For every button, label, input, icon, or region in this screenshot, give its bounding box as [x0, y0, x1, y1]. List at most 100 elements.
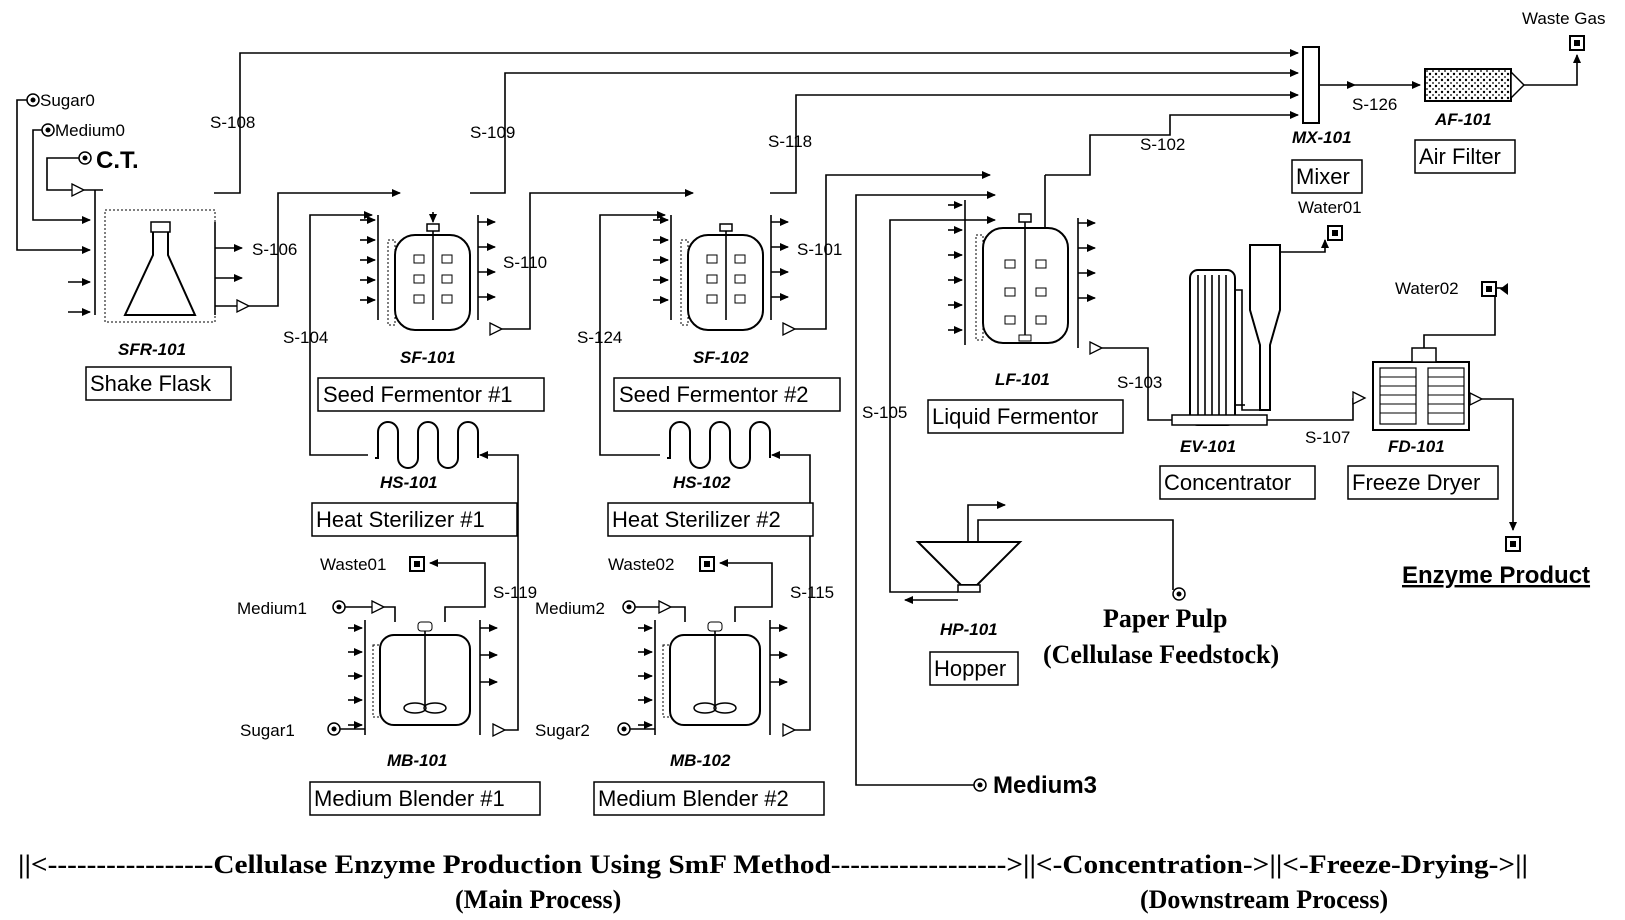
stream-label-s109: S-109: [470, 123, 515, 142]
stream-label-s119: S-119: [493, 583, 537, 602]
seed-fermentor-2-ports: [653, 171, 991, 337]
unit-tag-hs101: HS-101: [380, 473, 438, 492]
water02-outlet-icon: [1481, 281, 1508, 297]
unit-tag-lf101: LF-101: [995, 370, 1050, 389]
enzyme-product-outlet-icon: [1505, 536, 1521, 552]
svg-text:Heat Sterilizer #1: Heat Sterilizer #1: [316, 507, 485, 532]
seed-fermentor-1-icon[interactable]: [387, 223, 471, 331]
svg-text:Liquid Fermentor: Liquid Fermentor: [932, 404, 1098, 429]
shake-flask-inlets: [16, 99, 401, 316]
input-label-paper-pulp: Paper Pulp: [1103, 604, 1227, 633]
stream-label-s118: S-118: [768, 132, 812, 151]
air-filter-icon[interactable]: [1424, 68, 1526, 102]
unit-name-box-sfr101[interactable]: Shake Flask: [85, 366, 232, 401]
stream-label-s102: S-102: [1140, 135, 1185, 154]
stream-label-s105: S-105: [862, 403, 907, 422]
medium3-source-icon: [973, 778, 987, 792]
stream-label-s101: S-101: [797, 240, 842, 259]
freeze-dryer-icon[interactable]: [1372, 347, 1470, 431]
waste-gas-outlet-icon: [1569, 35, 1585, 51]
svg-text:Seed Fermentor #1: Seed Fermentor #1: [323, 382, 513, 407]
unit-name-box-mx101[interactable]: Mixer: [1291, 159, 1363, 194]
stream-label-s124: S-124: [577, 328, 622, 347]
sugar2-source-icon: [617, 722, 631, 736]
waste02-sink-icon: [699, 556, 715, 572]
unit-tag-mb102: MB-102: [670, 751, 731, 770]
footer-process-banner: ||<-----------------Cellulase Enzyme Pro…: [18, 850, 1528, 879]
stream-label-s103: S-103: [1117, 373, 1162, 392]
concentrator-icon[interactable]: [1171, 244, 1281, 426]
unit-name-box-fd101[interactable]: Freeze Dryer: [1347, 465, 1499, 500]
unit-name-box-af101[interactable]: Air Filter: [1414, 139, 1516, 174]
footer-main-process-label: (Main Process): [455, 885, 621, 914]
medium-blender-1-ports: [340, 559, 519, 738]
svg-text:Shake Flask: Shake Flask: [90, 371, 212, 396]
unit-name-box-sf101[interactable]: Seed Fermentor #1: [317, 377, 545, 412]
svg-text:Concentrator: Concentrator: [1164, 470, 1291, 495]
unit-tag-sf101: SF-101: [400, 348, 456, 367]
unit-name-box-hp101[interactable]: Hopper: [929, 651, 1019, 686]
seed-fermentor-2-icon[interactable]: [680, 223, 764, 331]
input-label-medium2: Medium2: [535, 599, 605, 618]
unit-tag-sf102: SF-102: [693, 348, 749, 367]
liquid-fermentor-ports: [948, 175, 1181, 424]
medium1-source-icon: [332, 600, 346, 614]
stream-label-s110: S-110: [503, 253, 547, 272]
medium-blender-2-icon[interactable]: [662, 621, 761, 726]
unit-tag-fd101: FD-101: [1388, 437, 1445, 456]
ct-source-icon: [78, 151, 92, 165]
stream-label-s126: S-126: [1352, 95, 1397, 114]
input-label-sugar1: Sugar1: [240, 721, 295, 740]
input-label-medium3: Medium3: [993, 772, 1097, 799]
unit-tag-mb101: MB-101: [387, 751, 447, 770]
unit-name-box-mb101[interactable]: Medium Blender #1: [309, 781, 541, 816]
stream-label-s115: S-115: [790, 583, 834, 602]
svg-text:Hopper: Hopper: [934, 656, 1006, 681]
svg-text:Air Filter: Air Filter: [1419, 144, 1501, 169]
svg-text:Heat Sterilizer #2: Heat Sterilizer #2: [612, 507, 781, 532]
water01-outlet-icon: [1327, 225, 1343, 241]
input-label-medium0: Medium0: [55, 121, 125, 140]
output-label-waste01: Waste01: [320, 555, 386, 574]
seed-fermentor-1-ports: [360, 189, 694, 337]
sugar0-source-icon: [26, 93, 40, 107]
heat-sterilizer-1-icon[interactable]: [375, 421, 479, 469]
sugar1-source-icon: [327, 722, 341, 736]
svg-text:Mixer: Mixer: [1296, 164, 1350, 189]
input-label-sugar0: Sugar0: [40, 91, 95, 110]
footer-downstream-label: (Downstream Process): [1140, 885, 1388, 914]
unit-tag-sfr101: SFR-101: [118, 340, 186, 359]
output-label-enzyme-product: Enzyme Product: [1402, 562, 1590, 589]
unit-tag-hs102: HS-102: [673, 473, 731, 492]
liquid-fermentor-icon[interactable]: [975, 213, 1069, 344]
svg-text:Freeze Dryer: Freeze Dryer: [1352, 470, 1480, 495]
medium-blender-1-icon[interactable]: [372, 621, 471, 726]
waste01-sink-icon: [409, 556, 425, 572]
offgas-lines: [214, 49, 1299, 194]
mixer-icon[interactable]: [1302, 46, 1320, 124]
input-label-cellulase-feedstock: (Cellulase Feedstock): [1043, 640, 1279, 669]
unit-name-box-mb102[interactable]: Medium Blender #2: [593, 781, 825, 816]
stream-label-s104: S-104: [283, 328, 328, 347]
stream-label-s107: S-107: [1305, 428, 1350, 447]
medium2-source-icon: [622, 600, 636, 614]
unit-name-box-lf101[interactable]: Liquid Fermentor: [927, 399, 1124, 434]
shake-flask-icon[interactable]: [104, 209, 216, 323]
svg-text:Medium Blender #1: Medium Blender #1: [314, 786, 505, 811]
unit-tag-mx101: MX-101: [1292, 128, 1352, 147]
unit-tag-af101: AF-101: [1434, 110, 1492, 129]
input-label-sugar2: Sugar2: [535, 721, 590, 740]
heat-sterilizer-2-icon[interactable]: [667, 421, 771, 469]
svg-text:Seed Fermentor #2: Seed Fermentor #2: [619, 382, 809, 407]
input-label-medium1: Medium1: [237, 599, 307, 618]
unit-name-box-hs101[interactable]: Heat Sterilizer #1: [311, 502, 518, 537]
hopper-icon[interactable]: [915, 541, 1023, 593]
unit-name-box-ev101[interactable]: Concentrator: [1159, 465, 1316, 500]
unit-tag-hp101: HP-101: [940, 620, 998, 639]
unit-name-box-hs102[interactable]: Heat Sterilizer #2: [607, 502, 814, 537]
output-label-water01: Water01: [1298, 198, 1362, 217]
stream-label-s106: S-106: [252, 240, 297, 259]
unit-name-box-sf102[interactable]: Seed Fermentor #2: [613, 377, 841, 412]
unit-tag-ev101: EV-101: [1180, 437, 1236, 456]
